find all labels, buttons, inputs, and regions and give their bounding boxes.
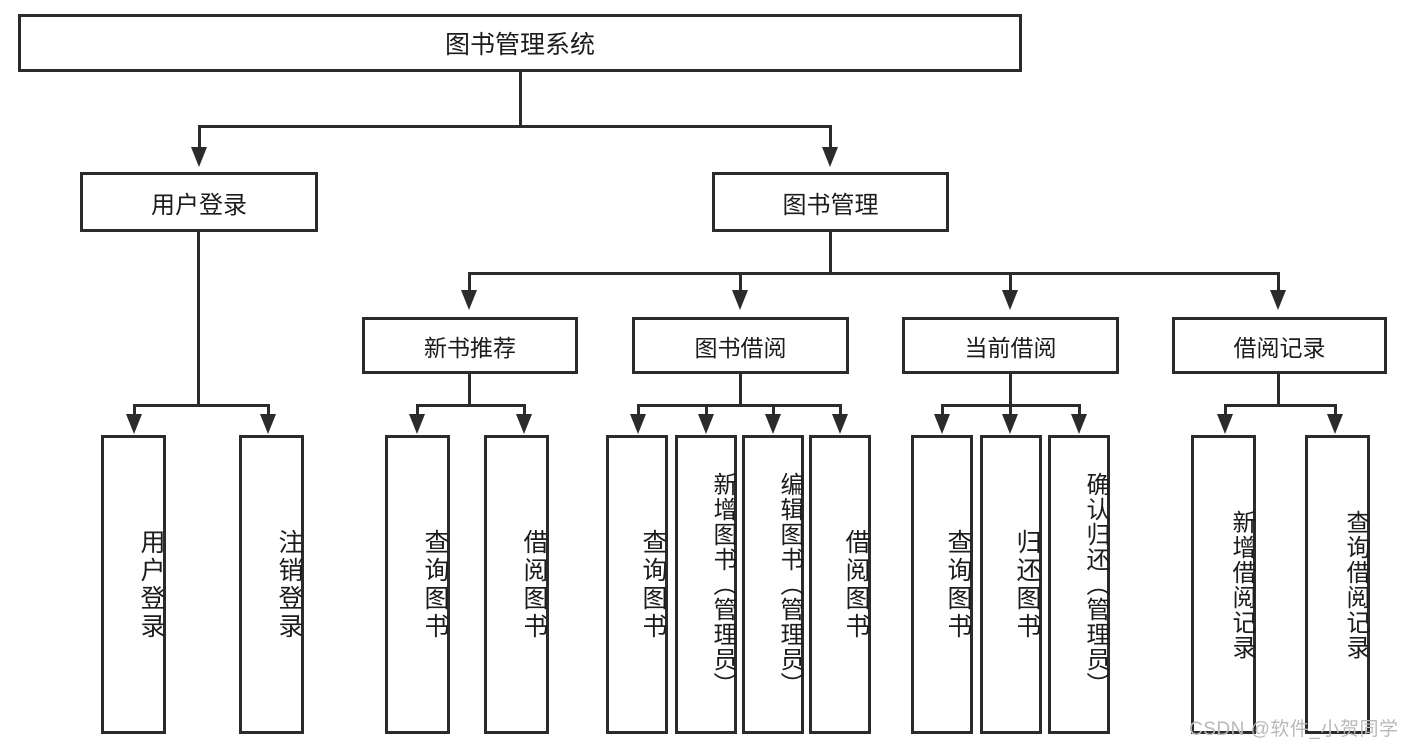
- arrow-user-login-leaf-2: [260, 414, 276, 434]
- edge-to-current-borrow: [1009, 272, 1012, 290]
- node-label: 确认归还（管理员）: [1082, 472, 1109, 697]
- leaf-current-borrow-query[interactable]: 查询图书: [911, 435, 973, 734]
- leaf-current-borrow-return[interactable]: 归还图书: [980, 435, 1042, 734]
- node-label: 注销登录: [275, 528, 303, 641]
- leaf-book-borrow-borrow-book[interactable]: 借阅图书: [809, 435, 871, 734]
- edge-new-book-bus: [416, 404, 526, 407]
- edge-user-login-left-drop: [133, 404, 136, 416]
- edge-current-borrow-drop-3: [1078, 404, 1081, 416]
- edge-current-borrow-drop-2: [1009, 404, 1012, 416]
- node-label: 查询图书: [421, 528, 449, 641]
- node-book-borrow[interactable]: 图书借阅: [632, 317, 849, 374]
- edge-current-borrow-drop-1: [941, 404, 944, 416]
- node-new-book-recommend[interactable]: 新书推荐: [362, 317, 578, 374]
- node-label: 归还图书: [1013, 528, 1041, 641]
- leaf-book-borrow-query[interactable]: 查询图书: [606, 435, 668, 734]
- node-label: 借阅图书: [520, 528, 548, 641]
- arrow-user-login-leaf-1: [126, 414, 142, 434]
- leaf-new-book-borrow[interactable]: 借阅图书: [484, 435, 549, 734]
- arrow-to-borrow-record: [1270, 290, 1286, 310]
- edge-current-borrow-stem: [1009, 374, 1012, 406]
- node-label: 当前借阅: [964, 334, 1057, 361]
- edge-to-book-manage: [829, 125, 832, 147]
- arrow-book-borrow-leaf-2: [698, 414, 714, 434]
- edge-book-manage-stem: [829, 232, 832, 274]
- arrow-borrow-record-leaf-1: [1217, 414, 1233, 434]
- arrow-new-book-leaf-1: [409, 414, 425, 434]
- arrow-current-borrow-leaf-2: [1002, 414, 1018, 434]
- leaf-borrow-record-add[interactable]: 新增借阅记录: [1191, 435, 1256, 734]
- node-label: 图书管理: [782, 191, 879, 219]
- leaf-user-login-logout[interactable]: 注销登录: [239, 435, 304, 734]
- node-label: 新书推荐: [424, 334, 516, 361]
- arrow-to-user-login: [191, 147, 207, 167]
- node-label: 新增借阅记录: [1228, 509, 1255, 660]
- leaf-user-login-login[interactable]: 用户登录: [101, 435, 166, 734]
- edge-borrow-record-left-drop: [1224, 404, 1227, 416]
- node-book-management[interactable]: 图书管理: [712, 172, 949, 232]
- edge-borrow-record-right-drop: [1334, 404, 1337, 416]
- csdn-watermark: CSDN @软件_小贺同学: [1189, 719, 1399, 740]
- edge-to-borrow-record: [1277, 272, 1280, 290]
- arrow-to-book-manage: [822, 147, 838, 167]
- node-user-login[interactable]: 用户登录: [80, 172, 318, 232]
- node-label: 编辑图书（管理员）: [776, 472, 803, 697]
- edge-to-book-borrow: [739, 272, 742, 290]
- leaf-new-book-query[interactable]: 查询图书: [385, 435, 450, 734]
- node-root-system[interactable]: 图书管理系统: [18, 14, 1022, 72]
- edge-root-stem: [519, 72, 522, 126]
- leaf-book-borrow-edit-book[interactable]: 编辑图书（管理员）: [742, 435, 804, 734]
- arrow-borrow-record-leaf-2: [1327, 414, 1343, 434]
- node-label: 查询图书: [944, 528, 972, 641]
- node-label: 新增图书（管理员）: [709, 472, 736, 697]
- edge-user-login-bus: [133, 404, 269, 407]
- edge-book-borrow-drop-1: [637, 404, 640, 416]
- arrow-to-new-book: [461, 290, 477, 310]
- arrow-book-borrow-leaf-4: [832, 414, 848, 434]
- arrow-book-borrow-leaf-3: [765, 414, 781, 434]
- node-borrow-record[interactable]: 借阅记录: [1172, 317, 1387, 374]
- node-label: 查询图书: [639, 528, 667, 641]
- edge-new-book-right-drop: [523, 404, 526, 416]
- edge-borrow-record-stem: [1277, 374, 1280, 406]
- node-label: 图书借阅: [694, 334, 787, 361]
- node-label: 借阅记录: [1233, 334, 1326, 361]
- arrow-book-borrow-leaf-1: [630, 414, 646, 434]
- arrow-new-book-leaf-2: [516, 414, 532, 434]
- edge-new-book-left-drop: [416, 404, 419, 416]
- node-label: 图书管理系统: [444, 31, 595, 59]
- edge-borrow-record-bus: [1224, 404, 1337, 407]
- edge-user-login-right-drop: [267, 404, 270, 416]
- leaf-current-borrow-confirm-return[interactable]: 确认归还（管理员）: [1048, 435, 1110, 734]
- arrow-current-borrow-leaf-1: [934, 414, 950, 434]
- edge-book-borrow-drop-3: [772, 404, 775, 416]
- edge-to-new-book: [468, 272, 471, 290]
- edge-book-borrow-drop-4: [839, 404, 842, 416]
- edge-new-book-stem: [468, 374, 471, 406]
- edge-book-borrow-bus: [637, 404, 841, 407]
- node-current-borrow[interactable]: 当前借阅: [902, 317, 1119, 374]
- node-label: 用户登录: [151, 191, 247, 219]
- edge-book-borrow-stem: [739, 374, 742, 406]
- node-label: 借阅图书: [842, 528, 870, 641]
- arrow-to-current-borrow: [1002, 290, 1018, 310]
- edge-user-login-stem: [197, 232, 200, 406]
- node-label: 查询借阅记录: [1342, 509, 1369, 660]
- edge-book-borrow-drop-2: [705, 404, 708, 416]
- node-label: 用户登录: [137, 528, 165, 641]
- arrow-to-book-borrow: [732, 290, 748, 310]
- edge-level2-bus: [198, 125, 832, 128]
- edge-to-user-login: [198, 125, 201, 147]
- leaf-borrow-record-query[interactable]: 查询借阅记录: [1305, 435, 1370, 734]
- leaf-book-borrow-add-book[interactable]: 新增图书（管理员）: [675, 435, 737, 734]
- edge-level3-bus: [468, 272, 1279, 275]
- arrow-current-borrow-leaf-3: [1071, 414, 1087, 434]
